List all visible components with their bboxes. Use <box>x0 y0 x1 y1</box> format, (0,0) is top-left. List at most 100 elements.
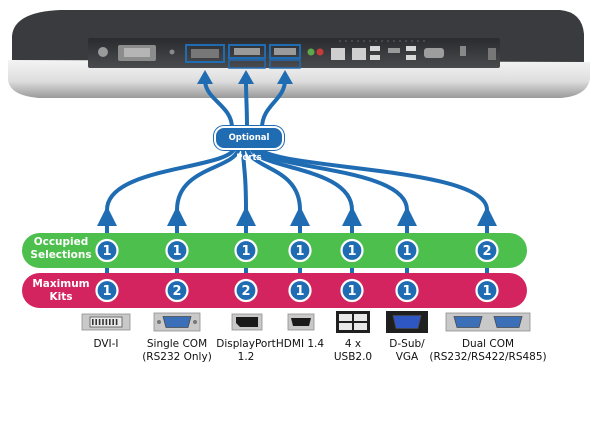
hub-label: Optional Ports <box>228 133 270 163</box>
badge-circle <box>395 238 419 263</box>
badge-circle <box>165 278 189 303</box>
occupied-count-badge: 1 <box>395 238 419 263</box>
arrow-head <box>236 206 256 226</box>
hub-to-port-arrow <box>244 79 249 129</box>
port-label-line: D-Sub/ <box>389 338 425 350</box>
maximum-count-badge: 1 <box>475 278 499 303</box>
port-label: HDMI 1.4 <box>240 338 360 351</box>
pin <box>98 319 101 325</box>
port-label-line: VGA <box>395 350 419 363</box>
occupied-count-badge: 1 <box>95 238 119 263</box>
badge-circle <box>234 238 258 263</box>
badge-value: 2 <box>482 244 491 259</box>
pin <box>92 319 94 325</box>
occupied-count-badge: 1 <box>234 238 258 263</box>
monitor-chassis <box>8 10 590 98</box>
badge-circle <box>234 278 258 303</box>
badge-circle <box>288 238 312 263</box>
badge-circle <box>95 278 119 303</box>
occupied-count-badge: 1 <box>165 238 189 263</box>
arrow-head <box>197 70 213 84</box>
badge-circle <box>395 278 419 303</box>
occupied-label-line-1: Occupied <box>33 236 89 248</box>
usb-slot <box>354 314 367 321</box>
port-label: DVI-I <box>46 338 166 351</box>
badge-circle <box>165 238 189 263</box>
port-icon-layer <box>81 311 531 333</box>
arrow-head <box>167 206 187 226</box>
dual-serial-connector-icon <box>445 312 531 332</box>
usb-slot <box>339 323 352 330</box>
screw <box>157 320 161 324</box>
port-label: D-Sub/VGA <box>347 338 467 363</box>
port-label-line: DisplayPort <box>216 338 276 350</box>
port-label-line: DVI-I <box>93 338 119 350</box>
port-label-line: 1.2 <box>237 350 255 363</box>
screw <box>193 320 197 324</box>
connector-shell <box>236 317 258 327</box>
maximum-count-badge: 1 <box>340 278 364 303</box>
arrow-head <box>290 206 310 226</box>
pin <box>112 319 114 325</box>
occupied-count-badge: 1 <box>288 238 312 263</box>
badge-value: 1 <box>347 244 356 259</box>
pin <box>95 319 97 325</box>
arrow-head <box>238 70 254 84</box>
maximum-label-line-1: Maximum <box>32 278 90 290</box>
occupied-selections-label: Occupied Selections <box>26 236 96 262</box>
badge-value: 1 <box>347 284 356 299</box>
arrow-head <box>342 206 362 226</box>
dvi-connector-icon <box>81 313 131 331</box>
maximum-count-badge: 2 <box>234 278 258 303</box>
hub-to-column-arrow <box>253 145 409 211</box>
usb-slot <box>354 323 367 330</box>
port-label-line: (RS232 Only) <box>142 350 212 363</box>
connector-shell <box>291 318 311 326</box>
port-label-line: HDMI 1.4 <box>275 338 325 350</box>
vga-connector-icon <box>386 311 428 333</box>
port-label-line: 4 x <box>344 338 362 350</box>
badge-layer: 1 1 1 2 1 2 1 1 1 1 1 1 2 1 <box>95 238 499 303</box>
optional-ports-hub: Optional Ports <box>214 126 284 163</box>
badge-value: 1 <box>172 244 181 259</box>
badge-value: 1 <box>482 284 491 299</box>
pin <box>109 319 111 325</box>
badge-circle <box>340 278 364 303</box>
hdmi-connector-icon <box>287 313 315 331</box>
usb-slot <box>339 314 352 321</box>
hub-to-column-arrow <box>257 145 489 211</box>
hub-to-column-arrow <box>245 145 302 211</box>
pin <box>105 319 108 325</box>
badge-value: 2 <box>241 284 250 299</box>
maximum-kits-label: Maximum Kits <box>26 278 96 304</box>
maximum-count-badge: 1 <box>95 278 119 303</box>
hub-to-port-arrow <box>260 79 287 129</box>
occupied-count-badge: 2 <box>475 238 499 263</box>
connector-shell <box>453 316 483 328</box>
maximum-label-line-2: Kits <box>49 291 73 303</box>
badge-value: 1 <box>402 284 411 299</box>
port-label-line: (RS232/RS422/RS485) <box>429 350 547 363</box>
badge-value: 1 <box>402 244 411 259</box>
port-label: Dual COM(RS232/RS422/RS485) <box>428 338 548 363</box>
badge-circle <box>475 238 499 263</box>
port-label: Single COM(RS232 Only) <box>117 338 237 363</box>
serial-connector-icon <box>153 312 201 332</box>
pin <box>102 319 104 325</box>
occupied-count-badge: 1 <box>340 238 364 263</box>
connector-shell <box>392 315 422 329</box>
badge-value: 1 <box>295 284 304 299</box>
connector-shell <box>493 316 523 328</box>
maximum-count-badge: 1 <box>288 278 312 303</box>
maximum-count-badge: 2 <box>165 278 189 303</box>
badge-value: 1 <box>295 244 304 259</box>
arrow-head <box>97 206 117 226</box>
hub-to-column-arrow <box>241 145 248 211</box>
maximum-count-badge: 1 <box>395 278 419 303</box>
port-label-line: Single COM <box>146 338 208 350</box>
badge-value: 1 <box>241 244 250 259</box>
